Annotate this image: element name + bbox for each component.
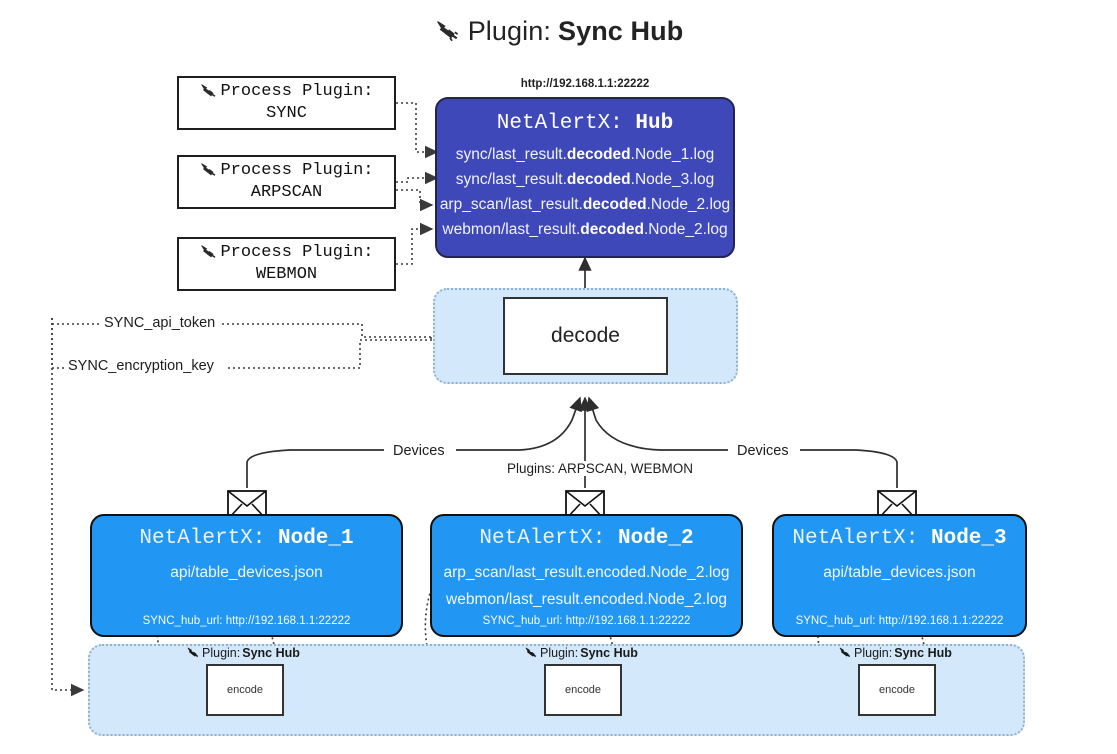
process-plugin-caption-row: Process Plugin: [199, 160, 374, 182]
hub-title-name: Hub [635, 112, 674, 135]
hub-log-row: arp_scan/last_result.decoded.Node_2.log [437, 192, 733, 217]
edge-label-plugins-center: Plugins: ARPSCAN, WEBMON [503, 461, 698, 476]
node-line: arp_scan/last_result.encoded.Node_2.log [443, 564, 730, 581]
node-box-node-3[interactable]: NetAlertX: Node_3 api/table_devices.json… [772, 514, 1027, 637]
encoder-caption-prefix: Plugin: [540, 646, 579, 660]
process-plugin-name: ARPSCAN [250, 183, 323, 202]
encoder-caption-name: Sync Hub [894, 646, 952, 660]
node-line: api/table_devices.json [823, 564, 976, 581]
hub-log-post: .Node_2.log [643, 221, 728, 239]
node-title-name: Node_1 [278, 527, 354, 550]
hub-log-row: webmon/last_result.decoded.Node_2.log [437, 217, 733, 242]
plug-icon [434, 18, 461, 45]
process-plugin-caption: Process Plugin: [220, 160, 374, 180]
encode-box-node-1[interactable]: encode [206, 664, 284, 716]
encoder-caption-prefix: Plugin: [202, 646, 241, 660]
process-plugin-name: WEBMON [255, 265, 318, 284]
node-line: api/table_devices.json [170, 564, 323, 581]
plug-icon [199, 243, 218, 262]
hub-url-label: http://192.168.1.1:22222 [520, 78, 650, 90]
hub-log-list: sync/last_result.decoded.Node_1.log sync… [437, 142, 733, 242]
encode-box-node-3[interactable]: encode [858, 664, 936, 716]
encoder-caption-node-2: Plugin: Sync Hub [524, 646, 638, 660]
hub-log-pre: webmon/last_result. [442, 221, 581, 239]
hub-log-row: sync/last_result.decoded.Node_3.log [437, 167, 733, 192]
node-box-node-1[interactable]: NetAlertX: Node_1 api/table_devices.json… [90, 514, 403, 637]
encoder-caption-name: Sync Hub [242, 646, 300, 660]
page-title-name: Sync Hub [557, 16, 684, 46]
hub-log-pre: sync/last_result. [455, 146, 567, 163]
hub-log-row: sync/last_result.decoded.Node_1.log [437, 142, 733, 167]
hub-log-pre: arp_scan/last_result. [439, 196, 583, 214]
node-title-name: Node_2 [618, 527, 694, 550]
hub-title: NetAlertX: Hub [437, 112, 733, 135]
node-title-prefix: NetAlertX: [479, 527, 606, 550]
encoder-caption-node-3: Plugin: Sync Hub [838, 646, 952, 660]
hub-log-post: .Node_3.log [630, 171, 715, 189]
node-title-name: Node_3 [931, 527, 1007, 550]
node-line-list: api/table_devices.json [170, 564, 323, 582]
plug-icon [199, 161, 218, 180]
process-plugin-caption: Process Plugin: [220, 242, 374, 262]
node-title-prefix: NetAlertX: [792, 527, 919, 550]
hub-log-em: decoded [566, 171, 631, 189]
plug-icon [199, 82, 218, 101]
hub-log-pre: sync/last_result. [455, 171, 567, 189]
node-box-node-2[interactable]: NetAlertX: Node_2 arp_scan/last_result.e… [430, 514, 743, 637]
process-plugin-caption-row: Process Plugin: [199, 81, 374, 103]
node-line-list: arp_scan/last_result.encoded.Node_2.log … [443, 564, 729, 609]
edge-label-sync-encryption-key: SYNC_encryption_key [64, 358, 218, 374]
process-plugin-box-webmon[interactable]: Process Plugin: WEBMON [177, 237, 396, 291]
hub-log-post: .Node_2.log [646, 196, 731, 214]
encoder-caption-name: Sync Hub [580, 646, 638, 660]
process-plugin-caption-row: Process Plugin: [199, 242, 374, 264]
process-plugin-box-arpscan[interactable]: Process Plugin: ARPSCAN [177, 155, 396, 209]
decode-box[interactable]: decode [503, 297, 668, 375]
process-plugin-box-sync[interactable]: Process Plugin: SYNC [177, 76, 396, 130]
plug-icon [524, 646, 538, 660]
process-plugin-caption: Process Plugin: [220, 81, 374, 101]
hub-title-prefix: NetAlertX: [496, 112, 623, 135]
encoder-caption-node-1: Plugin: Sync Hub [186, 646, 300, 660]
edge-label-devices-left: Devices [389, 443, 449, 459]
node-title: NetAlertX: Node_1 [139, 527, 353, 550]
hub-box[interactable]: NetAlertX: Hub sync/last_result.decoded.… [435, 97, 735, 258]
encode-box-node-2[interactable]: encode [544, 664, 622, 716]
node-line: webmon/last_result.encoded.Node_2.log [446, 591, 727, 608]
hub-log-em: decoded [582, 196, 647, 214]
plug-icon [186, 646, 200, 660]
node-footer: SYNC_hub_url: http://192.168.1.1:22222 [482, 615, 691, 627]
node-footer: SYNC_hub_url: http://192.168.1.1:22222 [795, 615, 1004, 627]
process-plugin-name: SYNC [266, 104, 307, 123]
hub-log-em: decoded [566, 146, 631, 163]
edge-label-devices-right: Devices [733, 443, 793, 459]
node-footer: SYNC_hub_url: http://192.168.1.1:22222 [142, 615, 351, 627]
plug-icon [838, 646, 852, 660]
hub-log-post: .Node_1.log [630, 146, 715, 163]
encoder-caption-prefix: Plugin: [854, 646, 893, 660]
page-title-prefix: Plugin: [467, 16, 551, 46]
node-title-prefix: NetAlertX: [139, 527, 266, 550]
edge-label-sync-api-token: SYNC_api_token [100, 315, 220, 331]
node-line-list: api/table_devices.json [823, 564, 976, 582]
node-title: NetAlertX: Node_3 [792, 527, 1006, 550]
hub-log-em: decoded [580, 221, 644, 239]
page-title: Plugin: Sync Hub [0, 16, 1117, 47]
node-title: NetAlertX: Node_2 [479, 527, 693, 550]
